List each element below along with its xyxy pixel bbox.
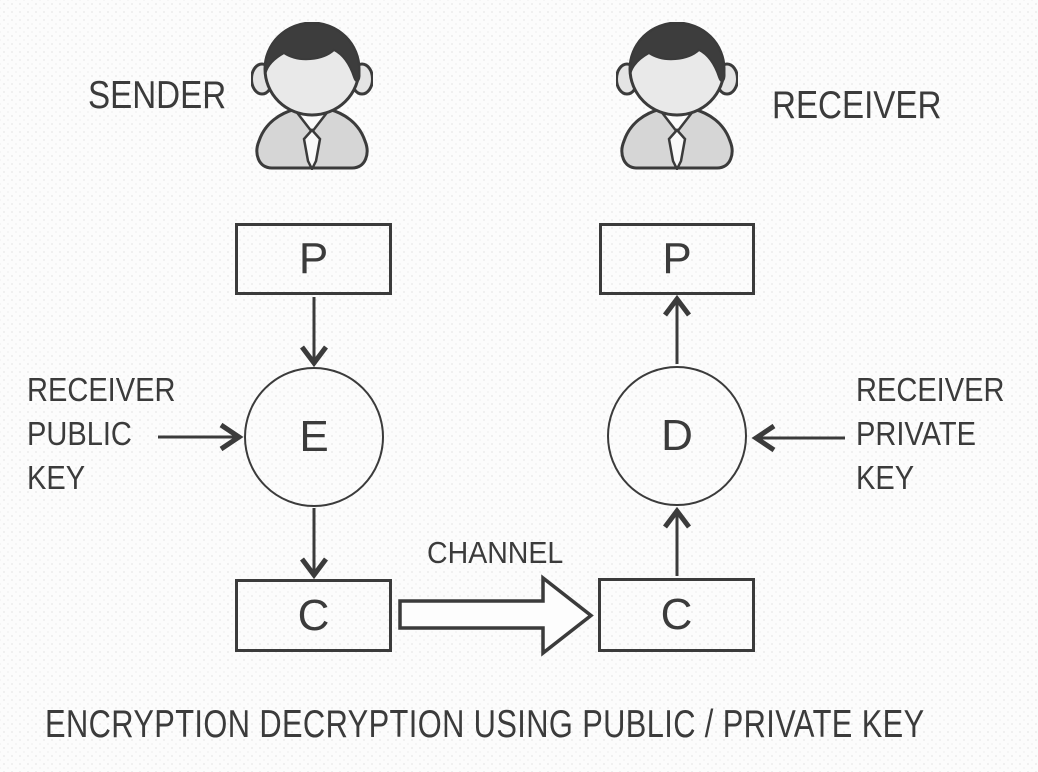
receiver-label: RECEIVER bbox=[772, 84, 942, 127]
plaintext-receiver-letter: P bbox=[662, 234, 692, 283]
arrow-d-to-p bbox=[663, 294, 691, 364]
arrow-private-key-to-d bbox=[751, 423, 845, 453]
tie bbox=[302, 128, 322, 170]
plaintext-box-sender: P bbox=[235, 223, 392, 295]
plaintext-box-receiver: P bbox=[599, 223, 755, 295]
diagram-title: ENCRYPTION DECRYPTION USING PUBLIC / PRI… bbox=[45, 703, 925, 746]
encrypt-circle: E bbox=[244, 367, 384, 507]
ciphertext-sender-letter: C bbox=[297, 590, 330, 640]
ciphertext-box-receiver: C bbox=[598, 578, 755, 652]
receiver-private-key-label: RECEIVER PRIVATE KEY bbox=[856, 371, 1005, 496]
ciphertext-box-sender: C bbox=[235, 579, 392, 652]
ciphertext-receiver-letter: C bbox=[660, 590, 693, 639]
encrypt-letter: E bbox=[299, 412, 329, 461]
hair bbox=[629, 22, 726, 82]
arrow-p-to-e bbox=[300, 297, 328, 368]
arrow-e-to-c bbox=[300, 508, 328, 580]
receiver-person-icon bbox=[616, 22, 738, 170]
arrow-c-to-d bbox=[663, 506, 691, 576]
sender-label: SENDER bbox=[88, 74, 227, 117]
hair bbox=[264, 22, 361, 82]
tie bbox=[667, 128, 687, 170]
plaintext-sender-letter: P bbox=[298, 234, 329, 283]
sender-person-icon bbox=[251, 22, 373, 170]
decrypt-circle: D bbox=[607, 366, 747, 506]
decrypt-letter: D bbox=[661, 411, 693, 460]
channel-arrow bbox=[398, 574, 594, 657]
receiver-public-key-label: RECEIVER PUBLIC KEY bbox=[27, 371, 176, 496]
channel-label: CHANNEL bbox=[427, 535, 564, 570]
